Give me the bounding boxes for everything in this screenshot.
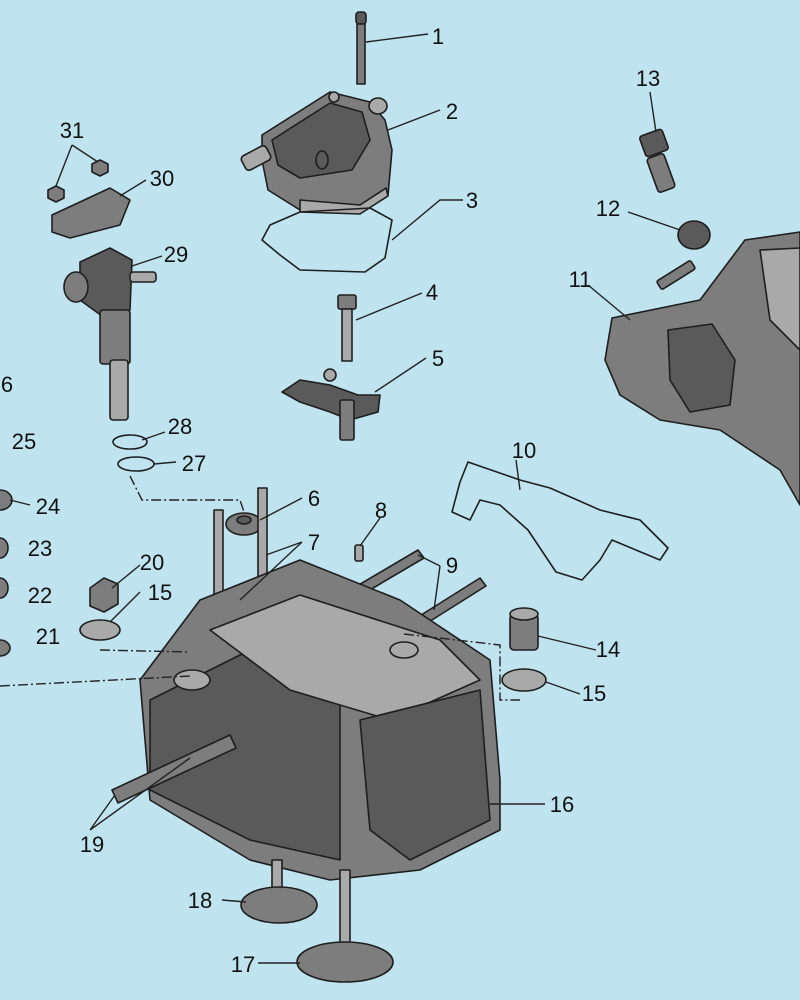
- part-30-clamp-plate: [51, 187, 131, 239]
- callout-20: 20: [140, 550, 164, 575]
- callout-11: 11: [569, 267, 592, 292]
- callout-22: 22: [28, 583, 52, 608]
- part-6-retainer: [225, 512, 263, 536]
- callout-31: 31: [60, 118, 84, 143]
- part-28-o-ring: [112, 434, 148, 450]
- part-21-25-partials: [0, 489, 13, 657]
- part-29-injector: [63, 247, 157, 421]
- part-14-plug: [509, 607, 539, 651]
- callout-10: 10: [512, 438, 536, 463]
- part-18-valve: [240, 859, 318, 924]
- callout-23: 23: [28, 536, 52, 561]
- part-12-fastener: [656, 220, 711, 290]
- callout-9: 9: [446, 553, 458, 578]
- part-1-bolt: [355, 11, 367, 85]
- callout-3: 3: [466, 188, 478, 213]
- callout-24: 24: [36, 494, 60, 519]
- callout-28: 28: [168, 414, 192, 439]
- part-8-dowel-pin: [354, 544, 364, 562]
- callout-13: 13: [636, 66, 660, 91]
- callout-16: 16: [550, 792, 574, 817]
- callout-25: 25: [12, 429, 36, 454]
- part-17-valve: [296, 869, 394, 983]
- callout-27: 27: [182, 451, 206, 476]
- part-20-nut: [89, 577, 119, 613]
- part-16-cylinder-head: [139, 559, 501, 881]
- callout-2: 2: [446, 99, 458, 124]
- callout-6: 6: [308, 486, 320, 511]
- callout-4: 4: [426, 280, 438, 305]
- part-27-o-ring: [117, 456, 155, 472]
- callout-6-partial: 6: [1, 372, 13, 397]
- callouts: 1 2 3 4 5 6 6 7 8 9 10 11 12 13 14 15 15…: [1, 24, 660, 977]
- callout-5: 5: [432, 346, 444, 371]
- part-4-stud: [337, 294, 357, 362]
- callout-14: 14: [596, 637, 620, 662]
- callout-29: 29: [164, 242, 188, 267]
- part-13-plug: [639, 128, 676, 193]
- leader-lines: [0, 33, 681, 964]
- part-3-cover-gasket: [261, 207, 393, 273]
- part-15-washer-a: [79, 619, 121, 641]
- callout-15-left: 15: [148, 580, 172, 605]
- callout-15-right: 15: [582, 681, 606, 706]
- part-2-head-cover: [240, 91, 393, 215]
- callout-7: 7: [308, 530, 320, 555]
- callout-18: 18: [188, 888, 212, 913]
- callout-12: 12: [596, 196, 620, 221]
- callout-8: 8: [375, 498, 387, 523]
- callout-19: 19: [80, 832, 104, 857]
- callout-30: 30: [150, 166, 174, 191]
- callout-1: 1: [432, 24, 444, 49]
- callout-21: 21: [36, 624, 60, 649]
- callout-17: 17: [231, 952, 255, 977]
- part-11-manifold: [604, 231, 800, 506]
- part-31-nuts: [47, 159, 109, 203]
- part-10-manifold-gasket: [451, 461, 669, 581]
- part-15-washer-b: [501, 668, 547, 692]
- part-5-rocker-arm: [281, 368, 381, 441]
